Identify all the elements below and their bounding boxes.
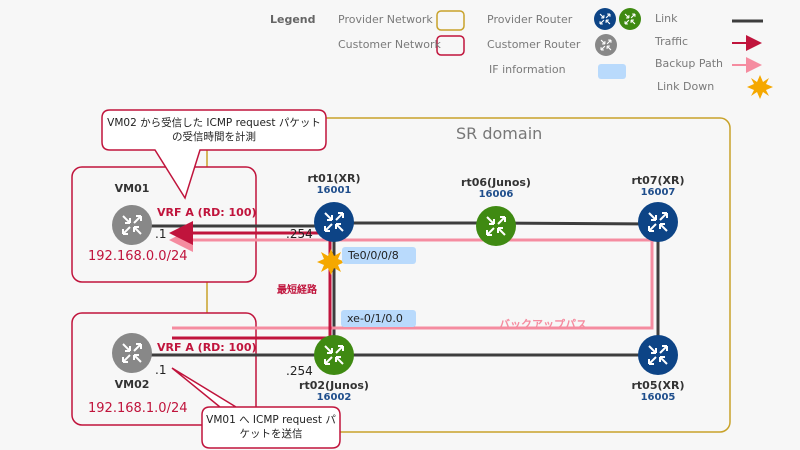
router-rt05-icon[interactable] [638,335,678,375]
vm02-name: VM02 [114,378,150,391]
backup-path [169,228,654,330]
traffic-shortest-path [169,221,332,340]
if-info-rt02: xe-0/1/0.0 [341,310,416,327]
legend-if-info-swatch [598,64,626,79]
legend-customer-router-label: Customer Router [487,38,581,51]
vm02-router-icon[interactable] [112,333,152,373]
legend-link-down-icon [747,75,773,99]
shortest-path-label: 最短経路 [277,285,317,296]
legend-if-info-label: IF information [489,63,566,76]
legend-customer-network-swatch [436,35,465,56]
legend-title: Legend [270,13,316,26]
router-rt02-icon[interactable] [314,335,354,375]
router-rt07-icon[interactable] [638,202,678,242]
rt01-sid: 16001 [316,185,352,196]
rt05-sid: 16005 [640,392,676,403]
legend-link-label: Link [655,12,678,25]
callout-bottom-text: VM01 へ ICMP request パケットを送信 [206,414,336,440]
legend-provider-router-xr-icon [594,8,616,30]
vm02-ip: .1 [155,363,167,377]
vm01-ip: .1 [155,227,167,241]
rt02-sid: 16002 [316,392,352,403]
legend-provider-router-label: Provider Router [487,13,573,26]
vm01-vrf: VRF A (RD: 100) [157,206,257,219]
callout-bottom-bubble [171,367,341,449]
vm01-name: VM01 [114,182,150,195]
link-rt06-rt07 [495,221,657,226]
legend-provider-network-label: Provider Network [338,13,433,26]
legend-backup-path-label: Backup Path [655,57,723,70]
rt05-name: rt05(XR) [631,379,685,392]
link-down-icon [317,249,345,275]
vm02-subnet: 192.168.1.0/24 [88,401,188,416]
rt02-gw-ip: .254 [286,364,313,378]
vm01-subnet: 192.168.0.0/24 [88,249,188,264]
legend-traffic-label: Traffic [655,35,689,48]
legend-link-down-label: Link Down [657,80,715,93]
backup-path-label: バックアップパス [499,318,587,331]
rt07-name: rt07(XR) [631,174,685,187]
rt07-sid: 16007 [640,187,676,198]
sr-domain-label: SR domain [456,124,543,143]
rt06-sid: 16006 [478,189,514,200]
callout-top-text: VM02 から受信した ICMP request パケットの受信時間を計測 [107,117,321,143]
legend-customer-router-icon [595,34,617,56]
rt02-name: rt02(Junos) [299,379,369,392]
router-rt01-icon[interactable] [314,202,354,242]
vm01-router-icon[interactable] [112,205,152,245]
rt01-gw-ip: .254 [286,227,313,241]
legend-provider-network-swatch [436,10,465,31]
callout-top-bubble [101,109,327,200]
legend-provider-router-junos-icon [619,8,641,30]
rt01-name: rt01(XR) [307,172,361,185]
router-rt06-icon[interactable] [476,206,516,246]
vm02-vrf: VRF A (RD: 100) [157,341,257,354]
legend-customer-network-label: Customer Network [338,38,441,51]
rt06-name: rt06(Junos) [461,176,531,189]
if-info-rt01: Te0/0/0/8 [342,247,416,264]
